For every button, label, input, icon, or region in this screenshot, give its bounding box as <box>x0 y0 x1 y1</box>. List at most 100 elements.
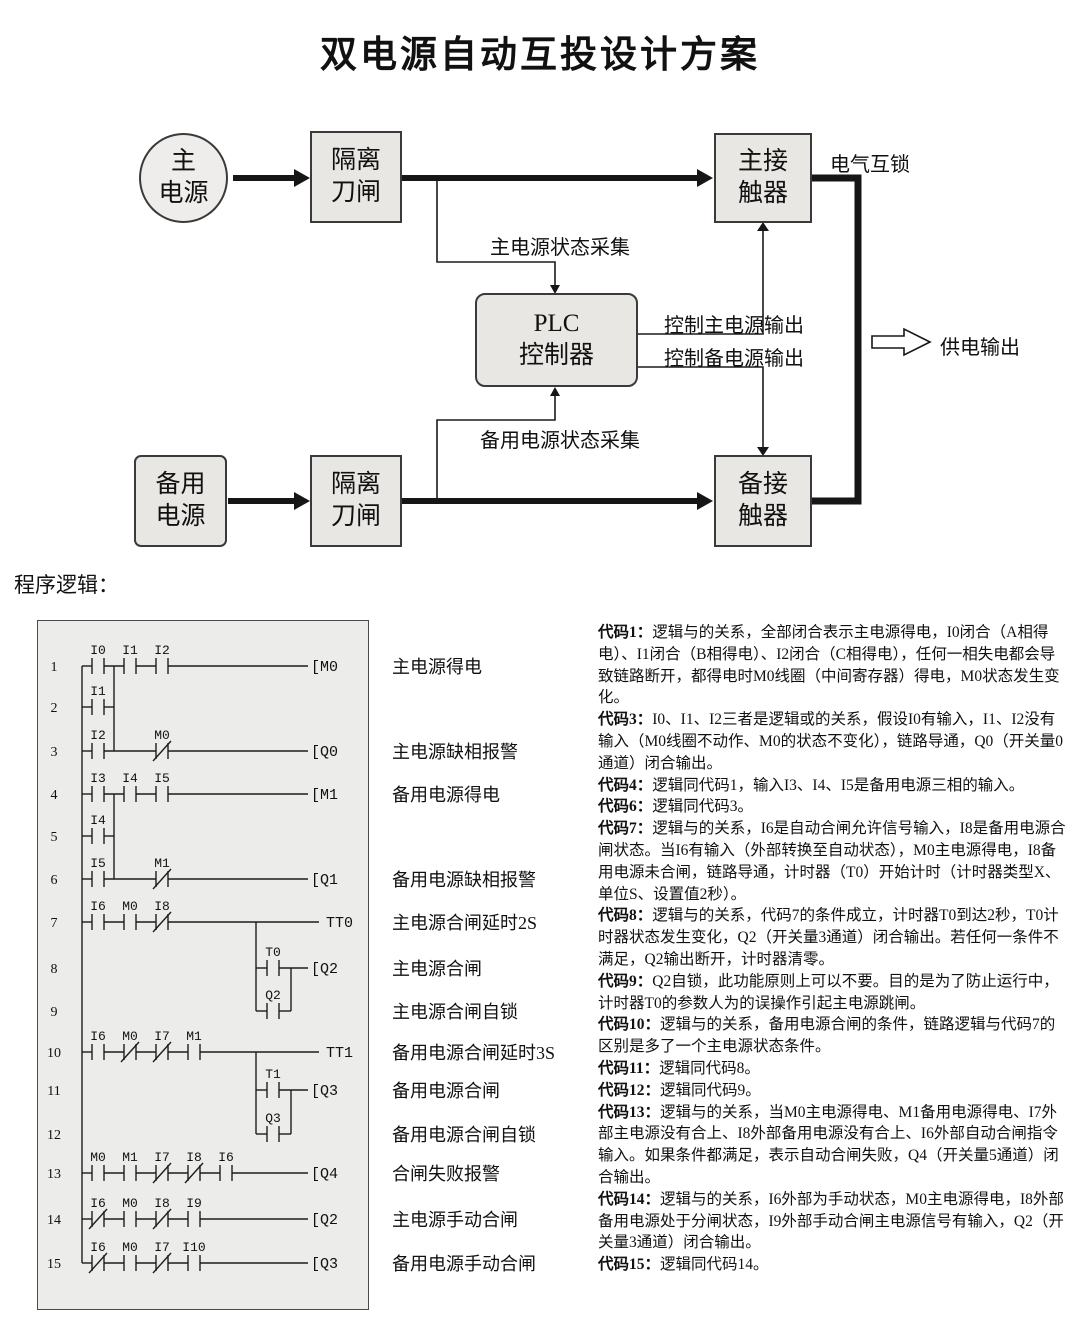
explanation-item: 代码14：逻辑与的关系，I6外部为手动状态，M0主电源得电，I8外部备用电源处于… <box>598 1189 1070 1254</box>
contact-label: I2 <box>154 643 170 658</box>
explanation-item: 代码7：逻辑与的关系，I6是自动合闸允许信号输入，I8是备用电源合闸状态。当I6… <box>598 818 1070 905</box>
rung-number: 15 <box>47 1257 61 1272</box>
plc-controller-node: PLC 控制器 <box>475 293 638 387</box>
node-label-line: 刀闸 <box>330 179 381 206</box>
contact-label: M1 <box>154 856 170 871</box>
node-label-line: 触器 <box>737 503 788 530</box>
rung-label: 备用电源合闸自锁 <box>392 1125 536 1145</box>
node-label-line: 刀闸 <box>330 503 381 530</box>
code-text: 逻辑与的关系，代码7的条件成立，计时器T0到达2秒，T0计时器状态发生变化，Q2… <box>598 907 1059 968</box>
code-text: 逻辑同代码3。 <box>652 798 754 816</box>
nc-slash <box>88 1252 108 1274</box>
rung-number: 6 <box>51 873 58 888</box>
rung-label: 合闸失败报警 <box>392 1164 500 1184</box>
rung-label: 主电源合闸 <box>392 959 482 979</box>
node-label-line: 触器 <box>737 180 788 207</box>
node-label-line: 备接 <box>737 470 788 498</box>
code-text: Q2自锁，此功能原则上可以不要。目的是为了防止运行中，计时器T0的参数人为的误操… <box>598 972 1059 1012</box>
contact-label: M0 <box>122 899 138 914</box>
rung-number: 1 <box>51 660 58 675</box>
backup-status-line <box>436 387 560 498</box>
contact-label: M0 <box>122 1240 138 1255</box>
contact-label: I7 <box>154 1029 170 1044</box>
coil-label: [Q0 <box>311 744 338 761</box>
contact-label: T0 <box>265 945 281 960</box>
explanation-item: 代码3：I0、I1、I2三者是逻辑或的关系，假设I0有输入，I1、I2没有输入（… <box>598 709 1070 774</box>
code-ref: 代码13： <box>598 1103 661 1121</box>
contact-label: I8 <box>154 1196 170 1211</box>
arrow-isolator-to-backupcontactor <box>402 492 713 510</box>
rung-label: 主电源合闸自锁 <box>392 1002 518 1022</box>
contact-label: I5 <box>90 856 106 871</box>
code-ref: 代码4： <box>598 776 653 794</box>
contact-label: M1 <box>122 1150 138 1165</box>
arrow-backuppower-to-isolator <box>228 492 310 510</box>
node-label-line: 电源 <box>155 503 206 530</box>
rung-number: 2 <box>51 701 58 716</box>
program-logic-heading: 程序逻辑： <box>14 573 119 597</box>
code-ref: 代码12： <box>598 1081 661 1099</box>
contact-label: I6 <box>90 899 106 914</box>
arrow-isolator-to-maincontactor <box>402 169 713 187</box>
code-ref: 代码10： <box>598 1016 661 1034</box>
contact-label: I4 <box>90 813 106 828</box>
rung-number: 3 <box>51 745 58 760</box>
node-label-line: 隔离 <box>330 146 381 174</box>
contact-label: I4 <box>122 771 138 786</box>
coil-label: [M0 <box>311 659 338 676</box>
code-text: 逻辑与的关系，当M0主电源得电、M1备用电源得电、I7外部主电源没有合上、I8外… <box>598 1103 1059 1186</box>
rung-label: 主电源得电 <box>392 657 482 677</box>
contact-label: I10 <box>182 1240 205 1255</box>
contact-label: M0 <box>122 1029 138 1044</box>
main-status-line <box>436 181 560 294</box>
code-text: 逻辑同代码8。 <box>659 1059 760 1077</box>
explanation-item: 代码9：Q2自锁，此功能原则上可以不要。目的是为了防止运行中，计时器T0的参数人… <box>598 971 1070 1015</box>
contact-label: I8 <box>154 899 170 914</box>
backup-contactor-node: 备接 触器 <box>714 455 812 547</box>
rung-number: 9 <box>51 1005 58 1020</box>
explanation-item: 代码4：逻辑同代码1，输入I3、I4、I5是备用电源三相的输入。 <box>598 775 1070 797</box>
contact-label: I6 <box>90 1240 106 1255</box>
contact-label: I8 <box>186 1150 202 1165</box>
explanation-item: 代码8：逻辑与的关系，代码7的条件成立，计时器T0到达2秒，T0计时器状态发生变… <box>598 905 1070 970</box>
nc-slash <box>152 740 172 762</box>
rung-number: 5 <box>51 830 58 845</box>
contact-label: I6 <box>90 1196 106 1211</box>
nc-slash <box>120 1041 140 1063</box>
nc-slash <box>152 1208 172 1230</box>
code-text: 逻辑与的关系，I6外部为手动状态，M0主电源得电，I8外部备用电源处于分闸状态，… <box>598 1190 1064 1252</box>
node-label-line: PLC <box>533 309 580 337</box>
coil-label: [Q4 <box>311 1166 338 1183</box>
contact-label: I6 <box>218 1150 234 1165</box>
explanation-item: 代码6：逻辑同代码3。 <box>598 796 1070 818</box>
code-text: I0、I1、I2三者是逻辑或的关系，假设I0有输入，I1、I2没有输入（M0线圈… <box>598 711 1064 772</box>
rung-number: 14 <box>47 1213 61 1228</box>
contact-label: Q2 <box>265 988 281 1003</box>
coil-label: [Q2 <box>311 961 338 978</box>
power-output-arrow-icon <box>871 327 932 357</box>
code-text: 逻辑与的关系，备用电源合闸的条件，链路逻辑与代码7的区别是多了一个主电源状态条件… <box>598 1016 1056 1056</box>
code-text: 逻辑同代码14。 <box>660 1256 769 1274</box>
code-ref: 代码11： <box>598 1059 660 1077</box>
contact-label: I0 <box>90 643 106 658</box>
explanation-item: 代码11：逻辑同代码8。 <box>598 1058 1070 1080</box>
node-label-line: 备用 <box>155 470 206 498</box>
explanation-item: 代码12：逻辑同代码9。 <box>598 1080 1070 1102</box>
contact-label: T1 <box>265 1067 281 1082</box>
node-label-line: 主 <box>170 147 196 175</box>
coil-label: [Q3 <box>311 1256 338 1273</box>
coil-label: [Q1 <box>311 872 338 889</box>
nc-slash <box>152 1041 172 1063</box>
rung-number: 12 <box>47 1128 61 1143</box>
node-label-line: 隔离 <box>330 470 381 498</box>
rung-number: 8 <box>51 962 58 977</box>
contact-label: M1 <box>186 1029 202 1044</box>
rung-label: 备用电源合闸 <box>392 1081 500 1101</box>
node-label-line: 电源 <box>158 180 209 207</box>
contact-label: I7 <box>154 1150 170 1165</box>
contact-label: I6 <box>90 1029 106 1044</box>
rung-label: 备用电源手动合闸 <box>392 1254 536 1274</box>
rung-number: 11 <box>47 1084 60 1099</box>
